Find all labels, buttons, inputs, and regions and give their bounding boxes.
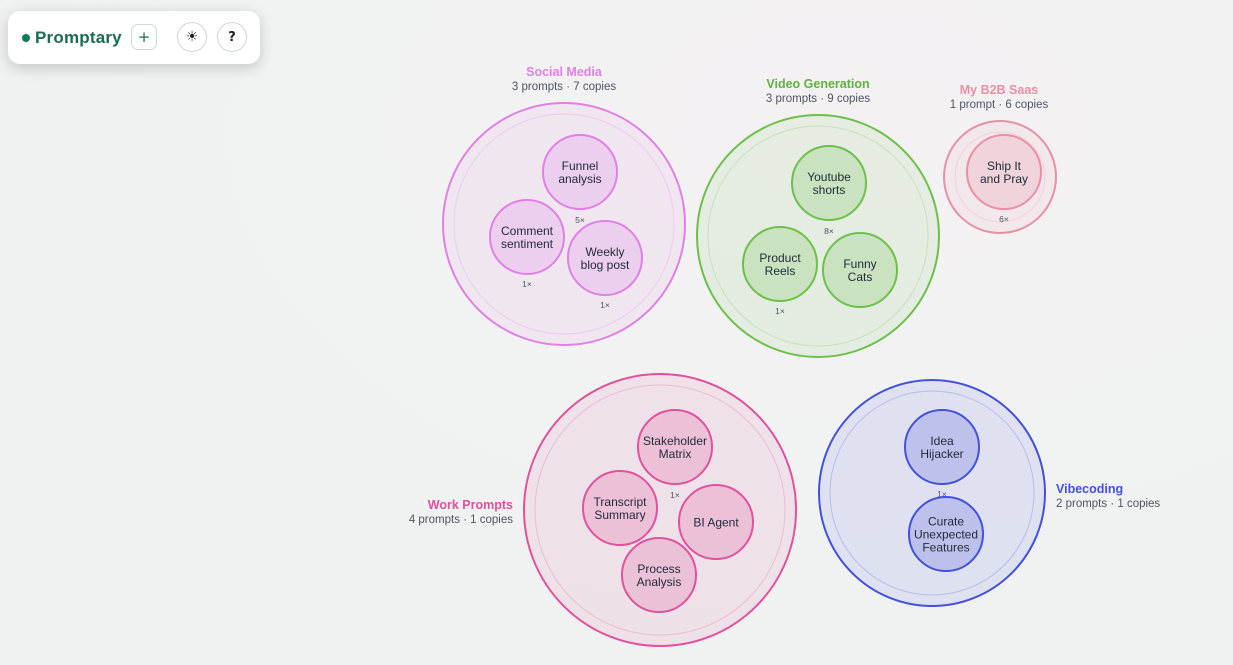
prompt-bubble[interactable]: BI Agent [678,484,754,560]
prompt-label: Funny [843,257,876,271]
prompt-label: sentiment [501,237,554,251]
collection-circle[interactable] [943,120,1057,234]
prompt-label: shorts [813,183,846,197]
prompt-label: Reels [765,264,796,278]
collection-inner-ring [829,390,1035,596]
prompt-circle[interactable] [542,134,618,210]
prompt-label: Cats [848,270,873,284]
prompt-label: Product [759,251,801,265]
collection-title[interactable]: Social Media [526,65,603,79]
collection-circle[interactable] [442,102,686,346]
theme-toggle-button[interactable]: ☀ [177,22,207,52]
sun-icon: ☀ [185,29,199,45]
collection-stats: 1 prompt · 6 copies [950,99,1049,111]
question-mark-icon: ? [228,29,236,45]
prompt-circle[interactable] [822,232,898,308]
app-title[interactable]: Promptary [35,28,122,47]
status-dot-icon [22,34,30,42]
collection-circle[interactable] [696,114,940,358]
collection-social-media[interactable]: Social Media 3 prompts · 7 copiesFunnelan… [442,65,686,346]
collection-stats: 2 prompts · 1 copies [1056,498,1160,510]
prompt-label: Summary [594,508,645,522]
copy-count: 1× [670,490,680,500]
prompt-label: Unexpected [914,528,978,542]
prompt-circle[interactable] [791,145,867,221]
prompt-circle[interactable] [908,496,984,572]
copy-count: 1× [522,279,532,289]
prompt-label: Comment [501,224,554,238]
top-toolbar: Promptary + ☀ ? [8,11,260,64]
collection-stats: 4 prompts · 1 copies [409,514,513,526]
prompt-label: Funnel [562,159,599,173]
prompt-label: Ship It [987,159,1022,173]
prompt-label: BI Agent [693,516,739,530]
prompt-circle[interactable] [678,484,754,560]
prompt-label: Matrix [659,447,692,461]
copy-count: 1× [600,300,610,310]
copy-count: 1× [775,306,785,316]
help-button[interactable]: ? [217,22,247,52]
collection-title[interactable]: Video Generation [766,77,869,91]
collection-vibecoding[interactable]: Vibecoding 2 prompts · 1 copies IdeaHijack… [818,379,1160,607]
collection-inner-ring [534,384,786,636]
collection-circle[interactable] [523,373,797,647]
prompt-circle[interactable] [567,220,643,296]
collection-stats: 3 prompts · 7 copies [512,81,616,93]
prompt-circle[interactable] [904,409,980,485]
prompt-label: Hijacker [920,447,963,461]
prompt-label: Process [637,562,680,576]
prompt-circle[interactable] [621,537,697,613]
prompt-circle[interactable] [582,470,658,546]
prompt-label: Curate [928,515,964,529]
copy-count: 5× [575,215,585,225]
collection-stats: 3 prompts · 9 copies [766,93,870,105]
prompt-label: Youtube [807,170,851,184]
collection-inner-ring [707,125,929,347]
copy-count: 1× [937,489,947,499]
prompt-label: blog post [581,258,630,272]
prompt-label: Transcript [594,495,648,509]
collection-video-generation[interactable]: Video Generation 3 prompts · 9 copiesYout… [696,77,940,358]
prompt-label: Stakeholder [643,434,707,448]
prompt-label: Idea [930,434,954,448]
prompt-label: and Pray [980,172,1028,186]
prompt-label: Features [922,541,969,555]
prompt-circle[interactable] [966,134,1042,210]
collection-inner-ring [453,113,675,335]
prompt-circle[interactable] [637,409,713,485]
collection-title[interactable]: Work Prompts [428,498,513,512]
add-collection-button[interactable]: + [131,24,157,50]
prompt-label: analysis [558,172,601,186]
collection-title[interactable]: My B2B Saas [960,83,1039,97]
collection-work-prompts[interactable]: Work Prompts 4 prompts · 1 copies Stakehol… [409,373,797,647]
collection-title[interactable]: Vibecoding [1056,482,1123,496]
copy-count: 8× [824,226,834,236]
prompt-circle[interactable] [489,199,565,275]
collection-circle[interactable] [818,379,1046,607]
prompt-label: Weekly [585,245,624,259]
copy-count: 6× [999,214,1009,224]
prompt-label: Analysis [637,575,682,589]
prompt-circle[interactable] [742,226,818,302]
collection-inner-ring [954,131,1046,223]
